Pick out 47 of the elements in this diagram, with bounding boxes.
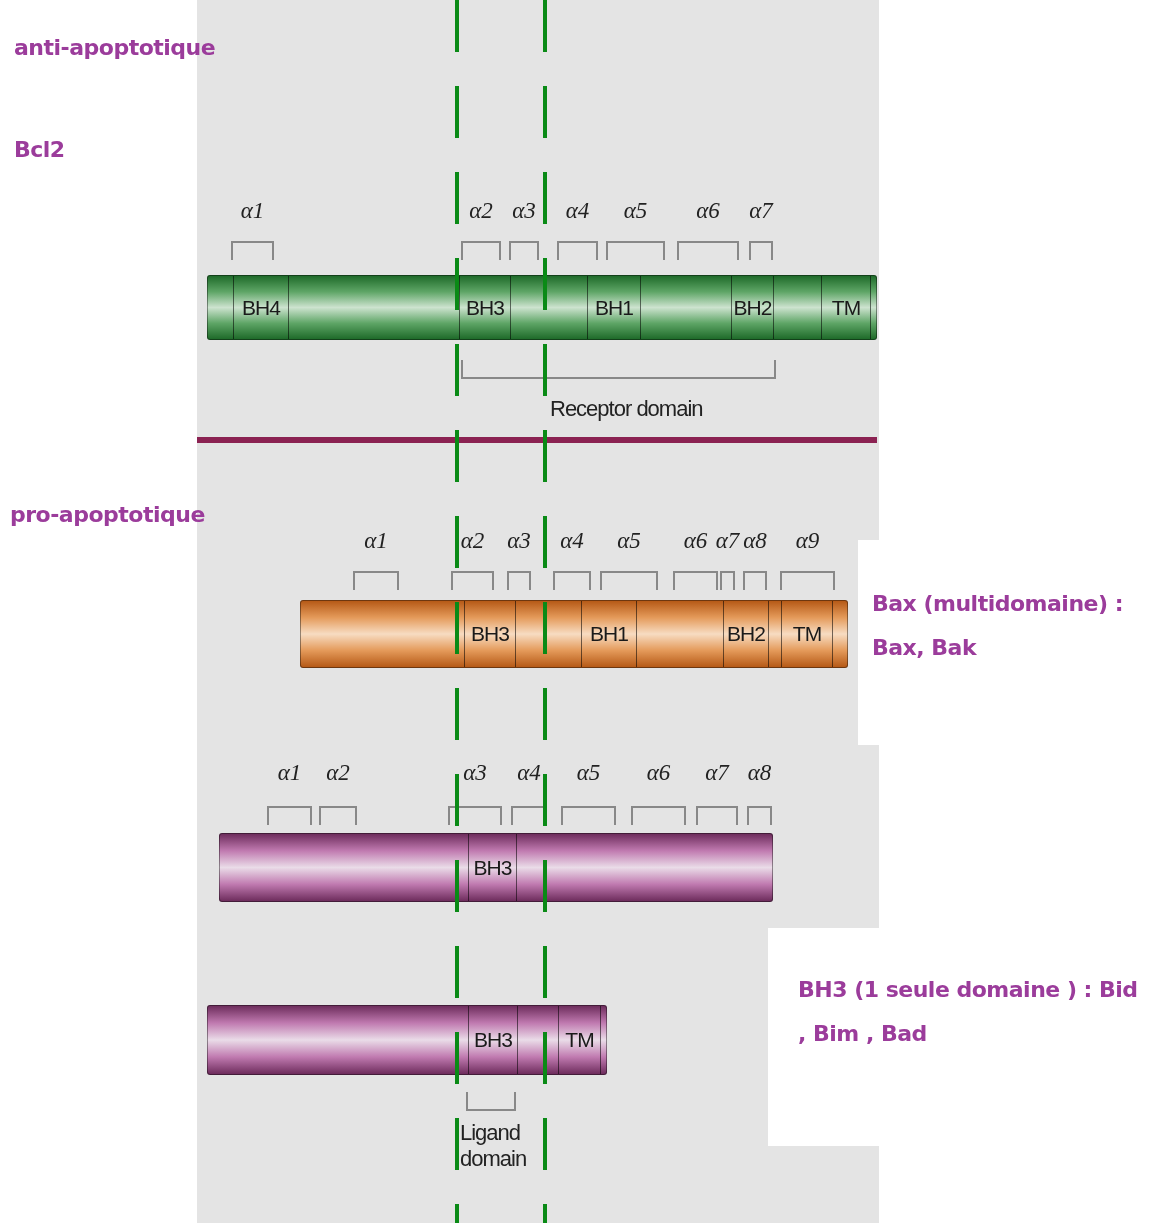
domain-segment: BH4	[233, 276, 289, 339]
helix-label: α5	[623, 198, 648, 224]
domain-label: Ligand domain	[460, 1120, 528, 1172]
domain-segment: BH3	[468, 1006, 518, 1074]
group-label: BH3 (1 seule domaine ) : Bid , Bim , Bad	[798, 976, 1138, 1048]
domain-segment: BH3	[464, 601, 516, 667]
helix-label: α1	[277, 760, 302, 786]
helix-label: α2	[326, 760, 350, 786]
helix-label: α1	[240, 198, 265, 224]
domain-label: Receptor domain	[550, 396, 703, 422]
helix-label: α8	[743, 528, 767, 554]
protein-bar	[300, 600, 848, 668]
helix-label: α3	[507, 528, 531, 554]
helix-label: α7	[749, 198, 773, 224]
helix-label: α6	[683, 528, 708, 554]
helix-label: α1	[364, 528, 388, 554]
helix-label: α5	[576, 760, 601, 786]
helix-label: α4	[517, 760, 541, 786]
domain-segment: BH2	[731, 276, 774, 339]
domain-segment: BH2	[723, 601, 769, 667]
domain-segment: BH1	[581, 601, 637, 667]
helix-label: α3	[512, 198, 536, 224]
helix-label: α2	[469, 198, 493, 224]
domain-segment: TM	[781, 601, 833, 667]
domain-segment: BH3	[459, 276, 511, 339]
helix-label: α5	[617, 528, 641, 554]
helix-label: α7	[705, 760, 729, 786]
group-label: pro-apoptotique	[10, 501, 205, 529]
helix-label: α6	[646, 760, 671, 786]
helix-label: α4	[565, 198, 590, 224]
helix-label: α4	[560, 528, 584, 554]
domain-segment: TM	[821, 276, 871, 339]
domain-segment: TM	[558, 1006, 601, 1074]
protein-bar	[219, 833, 773, 902]
group-label: Bcl2	[14, 136, 65, 164]
helix-label: α7	[715, 528, 740, 554]
helix-label: α9	[795, 528, 820, 554]
group-label: anti-apoptotique	[14, 34, 216, 62]
domain-segment: BH1	[587, 276, 641, 339]
group-label: Bax (multidomaine) : Bax, Bak	[872, 590, 1124, 662]
helix-label: α2	[460, 528, 485, 554]
helix-label: α3	[463, 760, 487, 786]
protein-bar	[207, 275, 877, 340]
protein-bar	[207, 1005, 607, 1075]
helix-label: α8	[747, 760, 772, 786]
helix-label: α6	[696, 198, 720, 224]
domain-segment: BH3	[468, 834, 517, 901]
